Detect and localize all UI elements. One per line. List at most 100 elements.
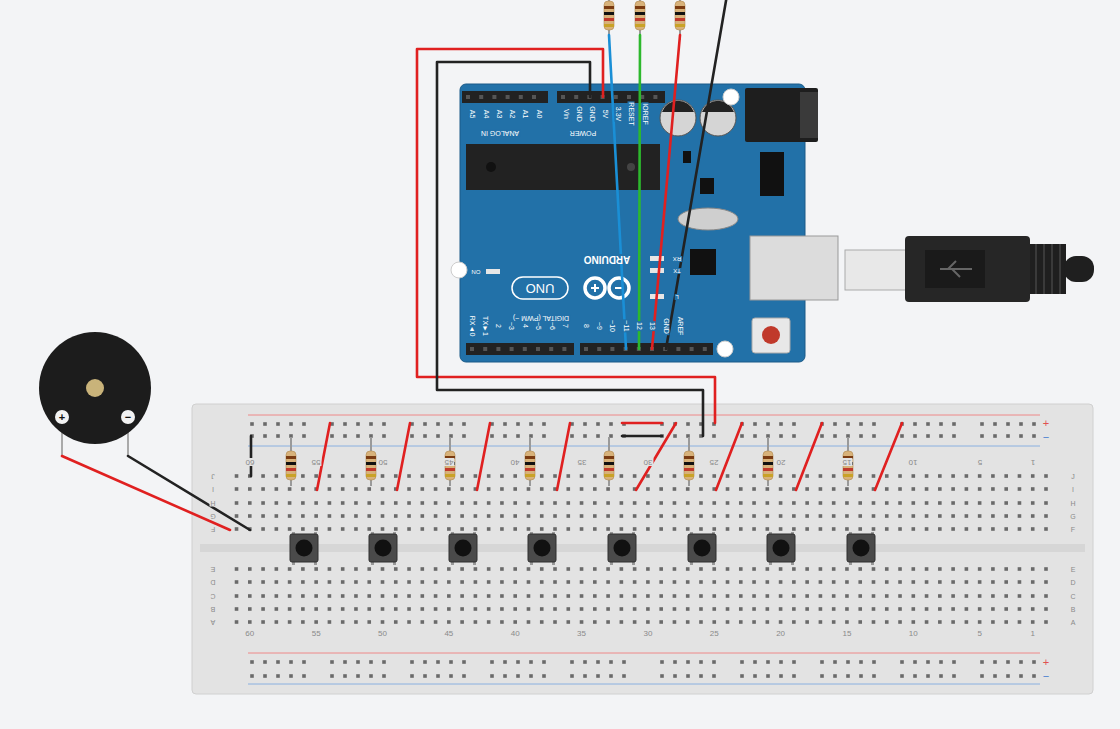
hole (593, 527, 597, 531)
hole (845, 501, 849, 505)
rail-hole (289, 422, 293, 426)
hole (500, 514, 504, 518)
rail-hole (462, 434, 466, 438)
hole (712, 594, 716, 598)
hole (341, 474, 345, 478)
rail-hole (792, 660, 796, 664)
hole (620, 501, 624, 505)
hole (1044, 501, 1048, 505)
hole (328, 487, 332, 491)
row-letter: B (210, 606, 217, 613)
hole (965, 567, 969, 571)
rail-hole (859, 674, 863, 678)
hole (951, 567, 955, 571)
resistor-symbol (684, 437, 694, 486)
rail-hole (423, 422, 427, 426)
hole (633, 567, 637, 571)
hole (354, 474, 358, 478)
rail-hole (356, 674, 360, 678)
buzzer-body (39, 332, 151, 444)
pin-label: ~3 (508, 321, 515, 331)
jumper-wire (622, 435, 662, 438)
button-body (767, 534, 795, 562)
hole (991, 514, 995, 518)
hole (885, 607, 889, 611)
hole (739, 514, 743, 518)
rail-hole (570, 434, 574, 438)
hole (527, 527, 531, 531)
hole (792, 580, 796, 584)
mounting-hole (723, 89, 739, 105)
push-button (688, 532, 716, 565)
hole (925, 594, 929, 598)
button-cap (614, 540, 631, 557)
resistor-band (604, 18, 614, 21)
rail-hole (779, 422, 783, 426)
pin-socket (470, 347, 474, 351)
hole (1031, 580, 1035, 584)
rail-hole (712, 674, 716, 678)
hole (275, 501, 279, 505)
rail-hole (343, 660, 347, 664)
jumper-wire (796, 423, 822, 490)
jumper-wire (437, 62, 703, 436)
breadboard-body (192, 404, 1093, 694)
hole (819, 501, 823, 505)
rail-hole (779, 434, 783, 438)
hole (646, 620, 650, 624)
rail-hole (712, 660, 716, 664)
hole (699, 474, 703, 478)
hole (474, 580, 478, 584)
jumper-wire (609, 35, 626, 349)
hole (925, 487, 929, 491)
hole (991, 620, 995, 624)
hole (367, 501, 371, 505)
pin-label: 2 (495, 323, 502, 329)
hole (421, 501, 425, 505)
resistor-band (604, 474, 614, 477)
hole (328, 527, 332, 531)
resistor-band (286, 456, 296, 459)
rail-hole (503, 660, 507, 664)
rail-hole (516, 434, 520, 438)
hole (832, 514, 836, 518)
pin-socket (574, 95, 578, 99)
rail-hole (952, 660, 956, 664)
pin-label: ~5 (535, 321, 542, 331)
column-number: 1 (1029, 630, 1035, 638)
usb-ridge (1030, 244, 1066, 294)
hole (858, 527, 862, 531)
hole (739, 594, 743, 598)
smd-part (683, 151, 691, 163)
resistor-band (763, 462, 773, 465)
hole (434, 514, 438, 518)
hole (341, 487, 345, 491)
rail-hole (542, 434, 546, 438)
rail-hole (343, 422, 347, 426)
hole (500, 567, 504, 571)
hole (593, 620, 597, 624)
resistor-body (366, 451, 376, 480)
pin-label: A1 (522, 109, 529, 120)
hole (1018, 580, 1022, 584)
hole (726, 514, 730, 518)
hole (1044, 487, 1048, 491)
pin-socket (532, 95, 536, 99)
hole (938, 580, 942, 584)
hole (341, 567, 345, 571)
hole (965, 474, 969, 478)
hole (938, 514, 942, 518)
hole (912, 620, 916, 624)
resistor-band (684, 456, 694, 459)
rail-hole (673, 674, 677, 678)
resistor-band (366, 474, 376, 477)
hole (248, 514, 252, 518)
push-button (528, 532, 556, 565)
hole (407, 620, 411, 624)
hole (938, 567, 942, 571)
hole (394, 567, 398, 571)
rail-hole (449, 660, 453, 664)
hole (885, 620, 889, 624)
hole (235, 501, 239, 505)
hole (487, 607, 491, 611)
